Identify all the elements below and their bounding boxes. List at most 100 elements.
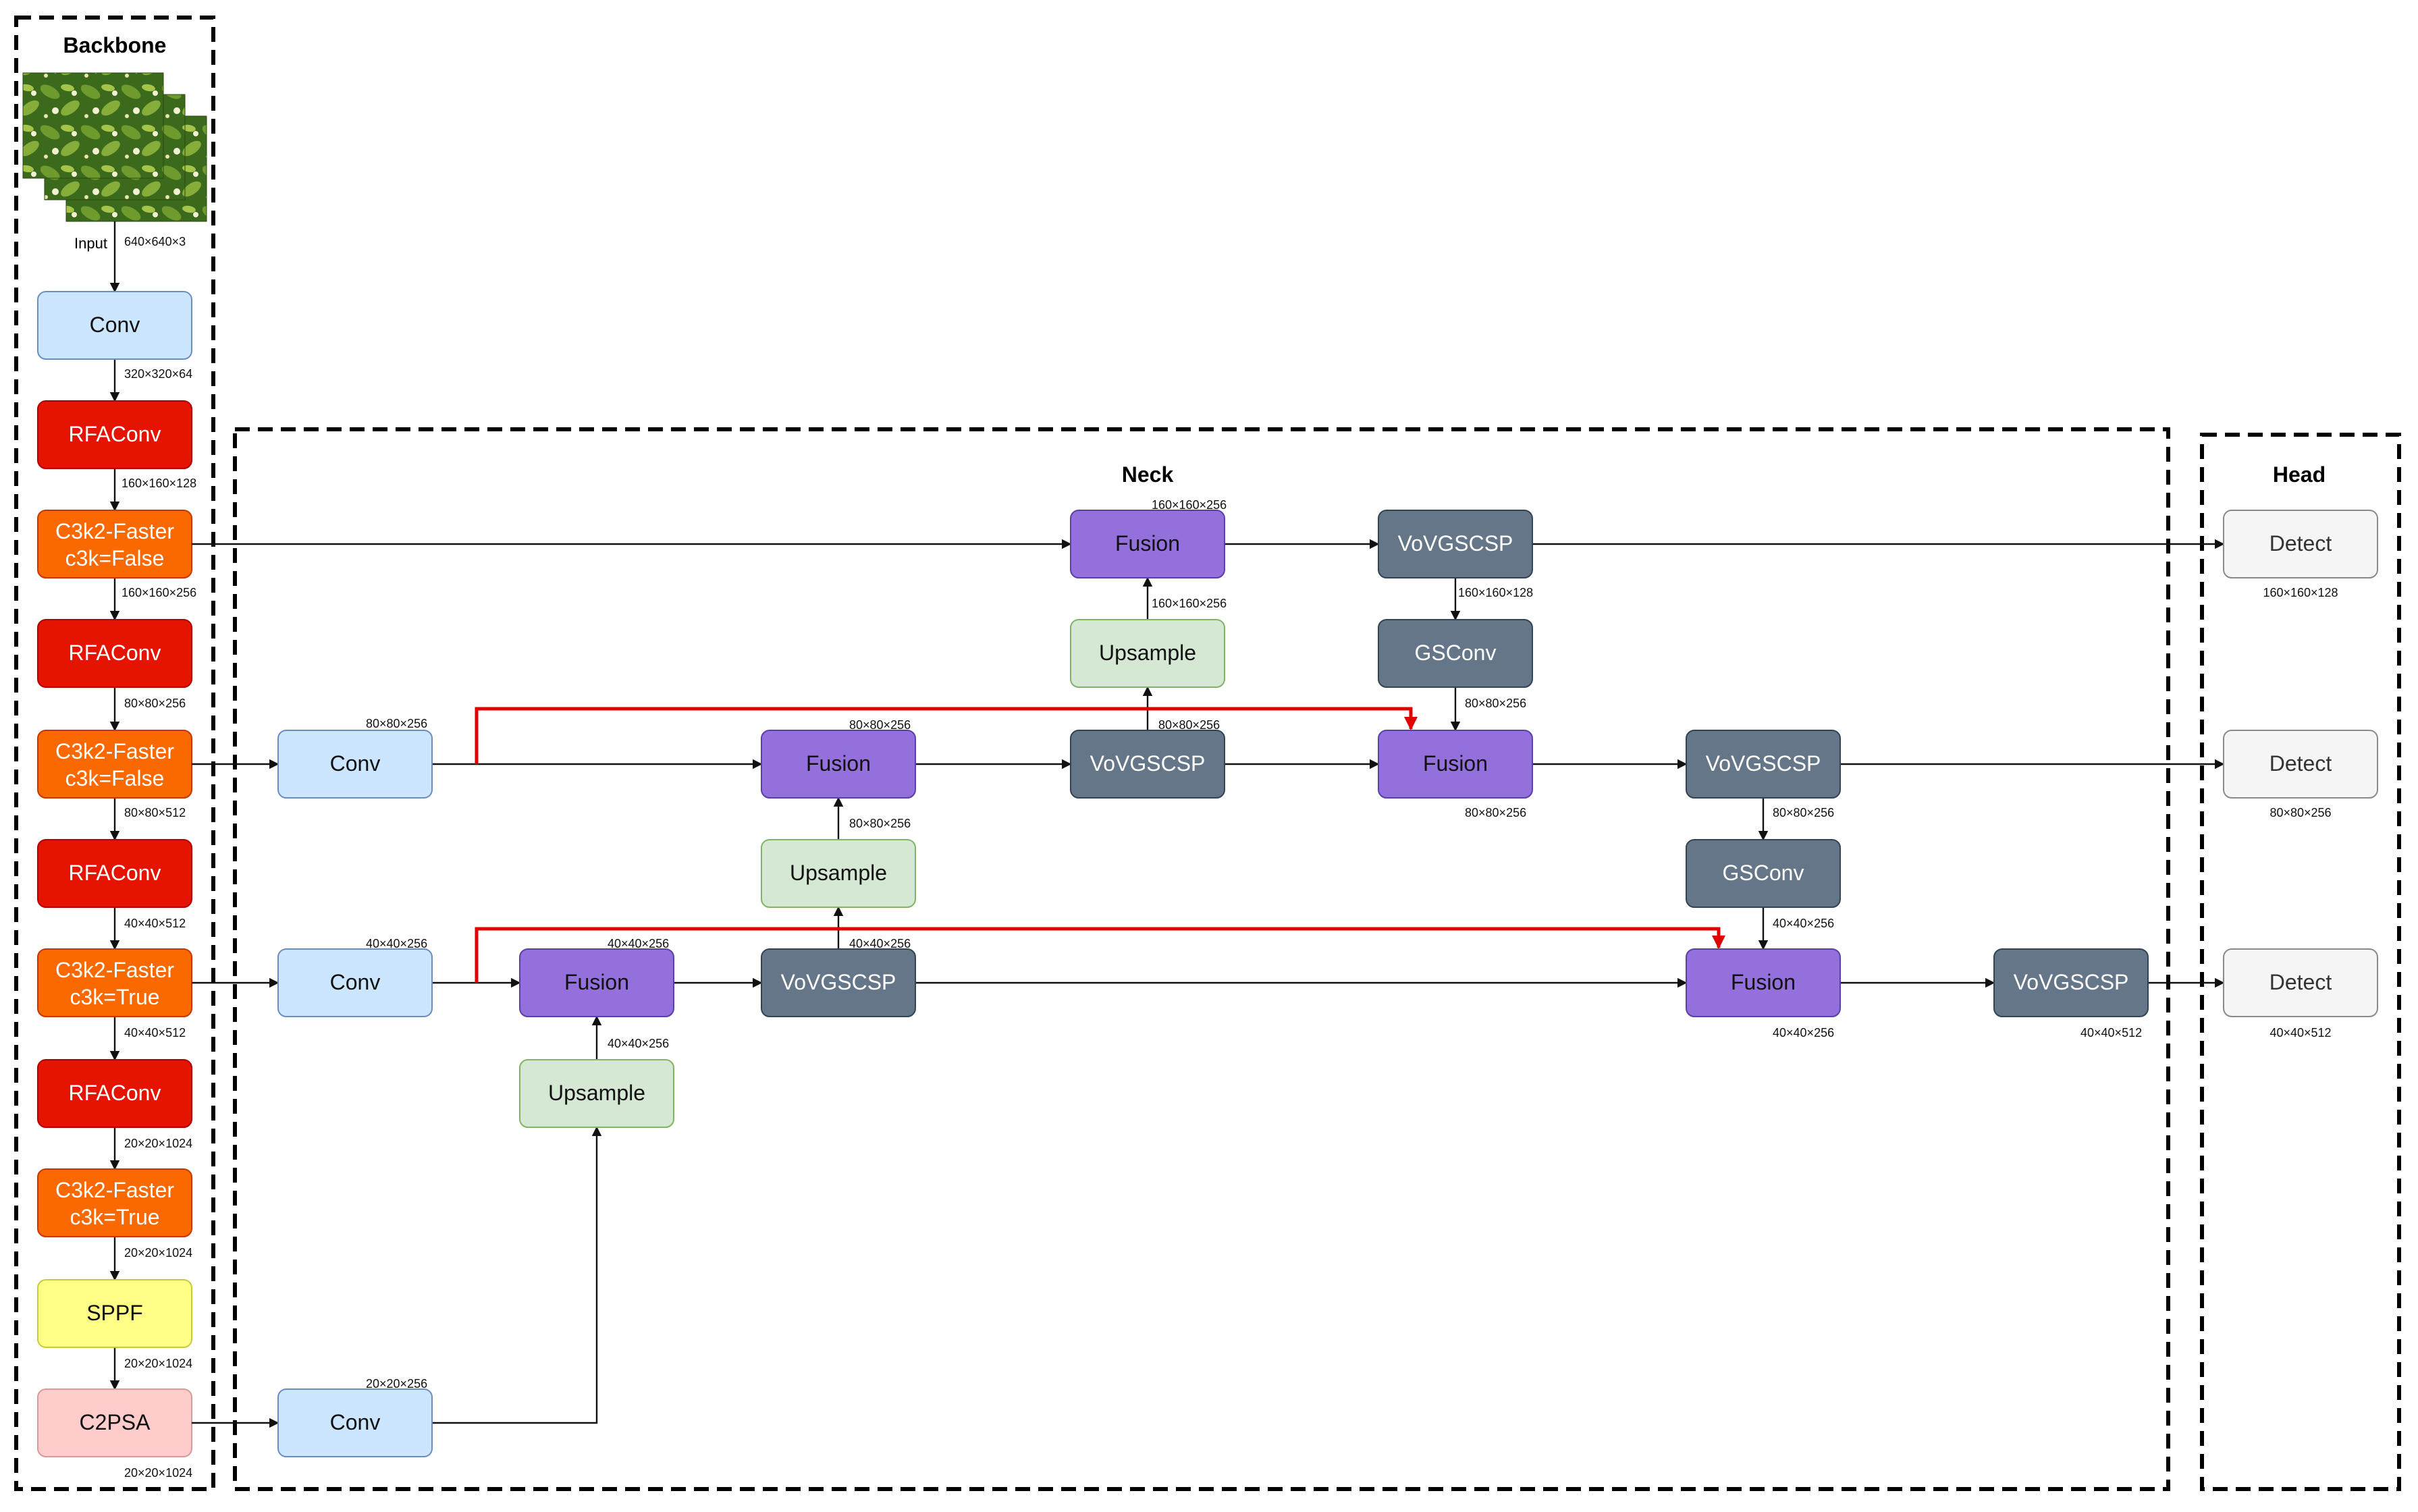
backbone-c3k2-1-block: C3k2-Faster c3k=False: [37, 510, 192, 578]
backbone-conv-dim: 320×320×64: [124, 367, 192, 381]
neck-gsconv-b-block: GSConv: [1686, 839, 1841, 908]
svg-text:Conv: Conv: [90, 313, 140, 337]
neck-fusion-e-dim: 40×40×256: [1773, 1026, 1834, 1040]
neck-upsample-a-block: Upsample: [519, 1059, 674, 1128]
neck-fusion-e-block: Fusion: [1686, 948, 1841, 1017]
svg-text:c3k=True: c3k=True: [70, 1205, 159, 1229]
head-detect-2-block: Detect: [2223, 730, 2378, 799]
svg-text:C2PSA: C2PSA: [80, 1410, 151, 1434]
neck-gsconv-a-dim: 80×80×256: [1465, 697, 1526, 710]
neck-fusion-b-dim: 80×80×256: [849, 718, 911, 732]
svg-text:RFAConv: RFAConv: [69, 1081, 161, 1105]
head-detect-1-dim: 160×160×128: [2263, 586, 2338, 599]
neck-vovgscsp-d-block: VoVGSCSP: [1686, 730, 1841, 799]
backbone-c3k2-1-dim: 160×160×256: [122, 586, 196, 599]
neck-vovgscsp-e-dim: 40×40×512: [2080, 1026, 2142, 1040]
svg-text:Upsample: Upsample: [1099, 641, 1196, 665]
neck-vovgscsp-c-block: VoVGSCSP: [1378, 510, 1533, 578]
svg-text:Detect: Detect: [2269, 970, 2332, 994]
backbone-c3k2-3-dim: 40×40×512: [124, 1026, 186, 1040]
svg-text:RFAConv: RFAConv: [69, 422, 161, 446]
svg-text:Detect: Detect: [2269, 751, 2332, 776]
svg-text:Conv: Conv: [330, 970, 381, 994]
neck-fusion-a-block: Fusion: [519, 948, 674, 1017]
neck-vovgscsp-d-dim: 80×80×256: [1773, 806, 1834, 819]
neck-fusion-d-dim: 80×80×256: [1465, 806, 1526, 819]
neck-vovgscsp-a-block: VoVGSCSP: [761, 948, 916, 1017]
backbone-rfaconv-2-block: RFAConv: [37, 619, 192, 688]
neck-fusion-c-block: Fusion: [1070, 510, 1225, 578]
neck-conv-80-dim: 80×80×256: [366, 717, 427, 730]
head-detect-3-block: Detect: [2223, 948, 2378, 1017]
backbone-rfaconv-4-dim: 20×20×1024: [124, 1137, 192, 1150]
svg-text:c3k=True: c3k=True: [70, 985, 159, 1009]
backbone-c3k2-2-dim: 80×80×512: [124, 806, 186, 819]
svg-text:Upsample: Upsample: [548, 1081, 645, 1105]
backbone-rfaconv-4-block: RFAConv: [37, 1059, 192, 1128]
neck-frame: [233, 427, 2170, 1491]
head-detect-2-dim: 80×80×256: [2269, 806, 2331, 819]
neck-vovgscsp-b-dim: 80×80×256: [1158, 718, 1220, 732]
svg-text:RFAConv: RFAConv: [69, 861, 161, 885]
backbone-rfaconv-1-dim: 160×160×128: [122, 477, 196, 490]
neck-conv-80-block: Conv: [277, 730, 433, 799]
input-image-stack: [22, 72, 207, 222]
neck-gsconv-a-block: GSConv: [1378, 619, 1533, 688]
backbone-c3k2-4-block: C3k2-Faster c3k=True: [37, 1168, 192, 1237]
neck-conv-40-dim: 40×40×256: [366, 937, 427, 950]
backbone-title: Backbone: [63, 33, 167, 57]
neck-vovgscsp-c-dim: 160×160×128: [1458, 586, 1533, 599]
svg-text:C3k2-Faster: C3k2-Faster: [55, 519, 174, 543]
neck-fusion-d-block: Fusion: [1378, 730, 1533, 799]
svg-text:SPPF: SPPF: [86, 1301, 143, 1325]
neck-conv-20-dim: 20×20×256: [366, 1377, 427, 1390]
neck-conv-20-block: Conv: [277, 1388, 433, 1457]
backbone-sppf-block: SPPF: [37, 1279, 192, 1348]
svg-text:Fusion: Fusion: [1731, 970, 1796, 994]
backbone-conv-block: Conv: [37, 291, 192, 360]
neck-gsconv-b-dim: 40×40×256: [1773, 917, 1834, 930]
svg-text:Fusion: Fusion: [1115, 531, 1180, 556]
svg-text:Conv: Conv: [330, 1410, 381, 1434]
neck-conv-40-block: Conv: [277, 948, 433, 1017]
backbone-frame: [14, 16, 215, 1491]
svg-text:C3k2-Faster: C3k2-Faster: [55, 958, 174, 982]
svg-text:Conv: Conv: [330, 751, 381, 776]
backbone-c3k2-3-block: C3k2-Faster c3k=True: [37, 948, 192, 1017]
neck-upsample-c-dim: 160×160×256: [1152, 597, 1227, 610]
svg-text:Fusion: Fusion: [806, 751, 871, 776]
svg-text:Fusion: Fusion: [564, 970, 629, 994]
backbone-c3k2-2-block: C3k2-Faster c3k=False: [37, 730, 192, 799]
svg-text:C3k2-Faster: C3k2-Faster: [55, 739, 174, 763]
svg-text:VoVGSCSP: VoVGSCSP: [1090, 751, 1206, 776]
svg-text:Fusion: Fusion: [1423, 751, 1488, 776]
backbone-c2psa-dim: 20×20×1024: [124, 1466, 192, 1480]
backbone-rfaconv-3-block: RFAConv: [37, 839, 192, 908]
backbone-c2psa-block: C2PSA: [37, 1388, 192, 1457]
svg-text:VoVGSCSP: VoVGSCSP: [781, 970, 896, 994]
svg-text:C3k2-Faster: C3k2-Faster: [55, 1178, 174, 1202]
input-label: Input: [74, 235, 107, 252]
neck-upsample-b-dim: 80×80×256: [849, 817, 911, 830]
head-detect-3-dim: 40×40×512: [2269, 1026, 2331, 1040]
svg-text:RFAConv: RFAConv: [69, 641, 161, 665]
svg-text:VoVGSCSP: VoVGSCSP: [2014, 970, 2129, 994]
neck-title: Neck: [1122, 462, 1174, 487]
neck-links: [192, 539, 2225, 1428]
svg-text:Upsample: Upsample: [790, 861, 887, 885]
neck-vovgscsp-b-block: VoVGSCSP: [1070, 730, 1225, 799]
svg-text:c3k=False: c3k=False: [65, 766, 165, 790]
neck-upsample-c-block: Upsample: [1070, 619, 1225, 688]
svg-text:VoVGSCSP: VoVGSCSP: [1398, 531, 1513, 556]
head-detect-1-block: Detect: [2223, 510, 2378, 578]
svg-text:VoVGSCSP: VoVGSCSP: [1706, 751, 1821, 776]
neck-fusion-c-dim: 160×160×256: [1152, 498, 1227, 512]
neck-upsample-a-dim: 40×40×256: [608, 1037, 669, 1050]
input-dim: 640×640×3: [124, 235, 186, 248]
head-title: Head: [2273, 462, 2326, 487]
svg-text:GSConv: GSConv: [1415, 641, 1497, 665]
svg-text:c3k=False: c3k=False: [65, 546, 165, 570]
skip-link-80: [475, 707, 1418, 764]
neck-upsample-b-block: Upsample: [761, 839, 916, 908]
neck-fusion-a-dim: 40×40×256: [608, 937, 669, 950]
